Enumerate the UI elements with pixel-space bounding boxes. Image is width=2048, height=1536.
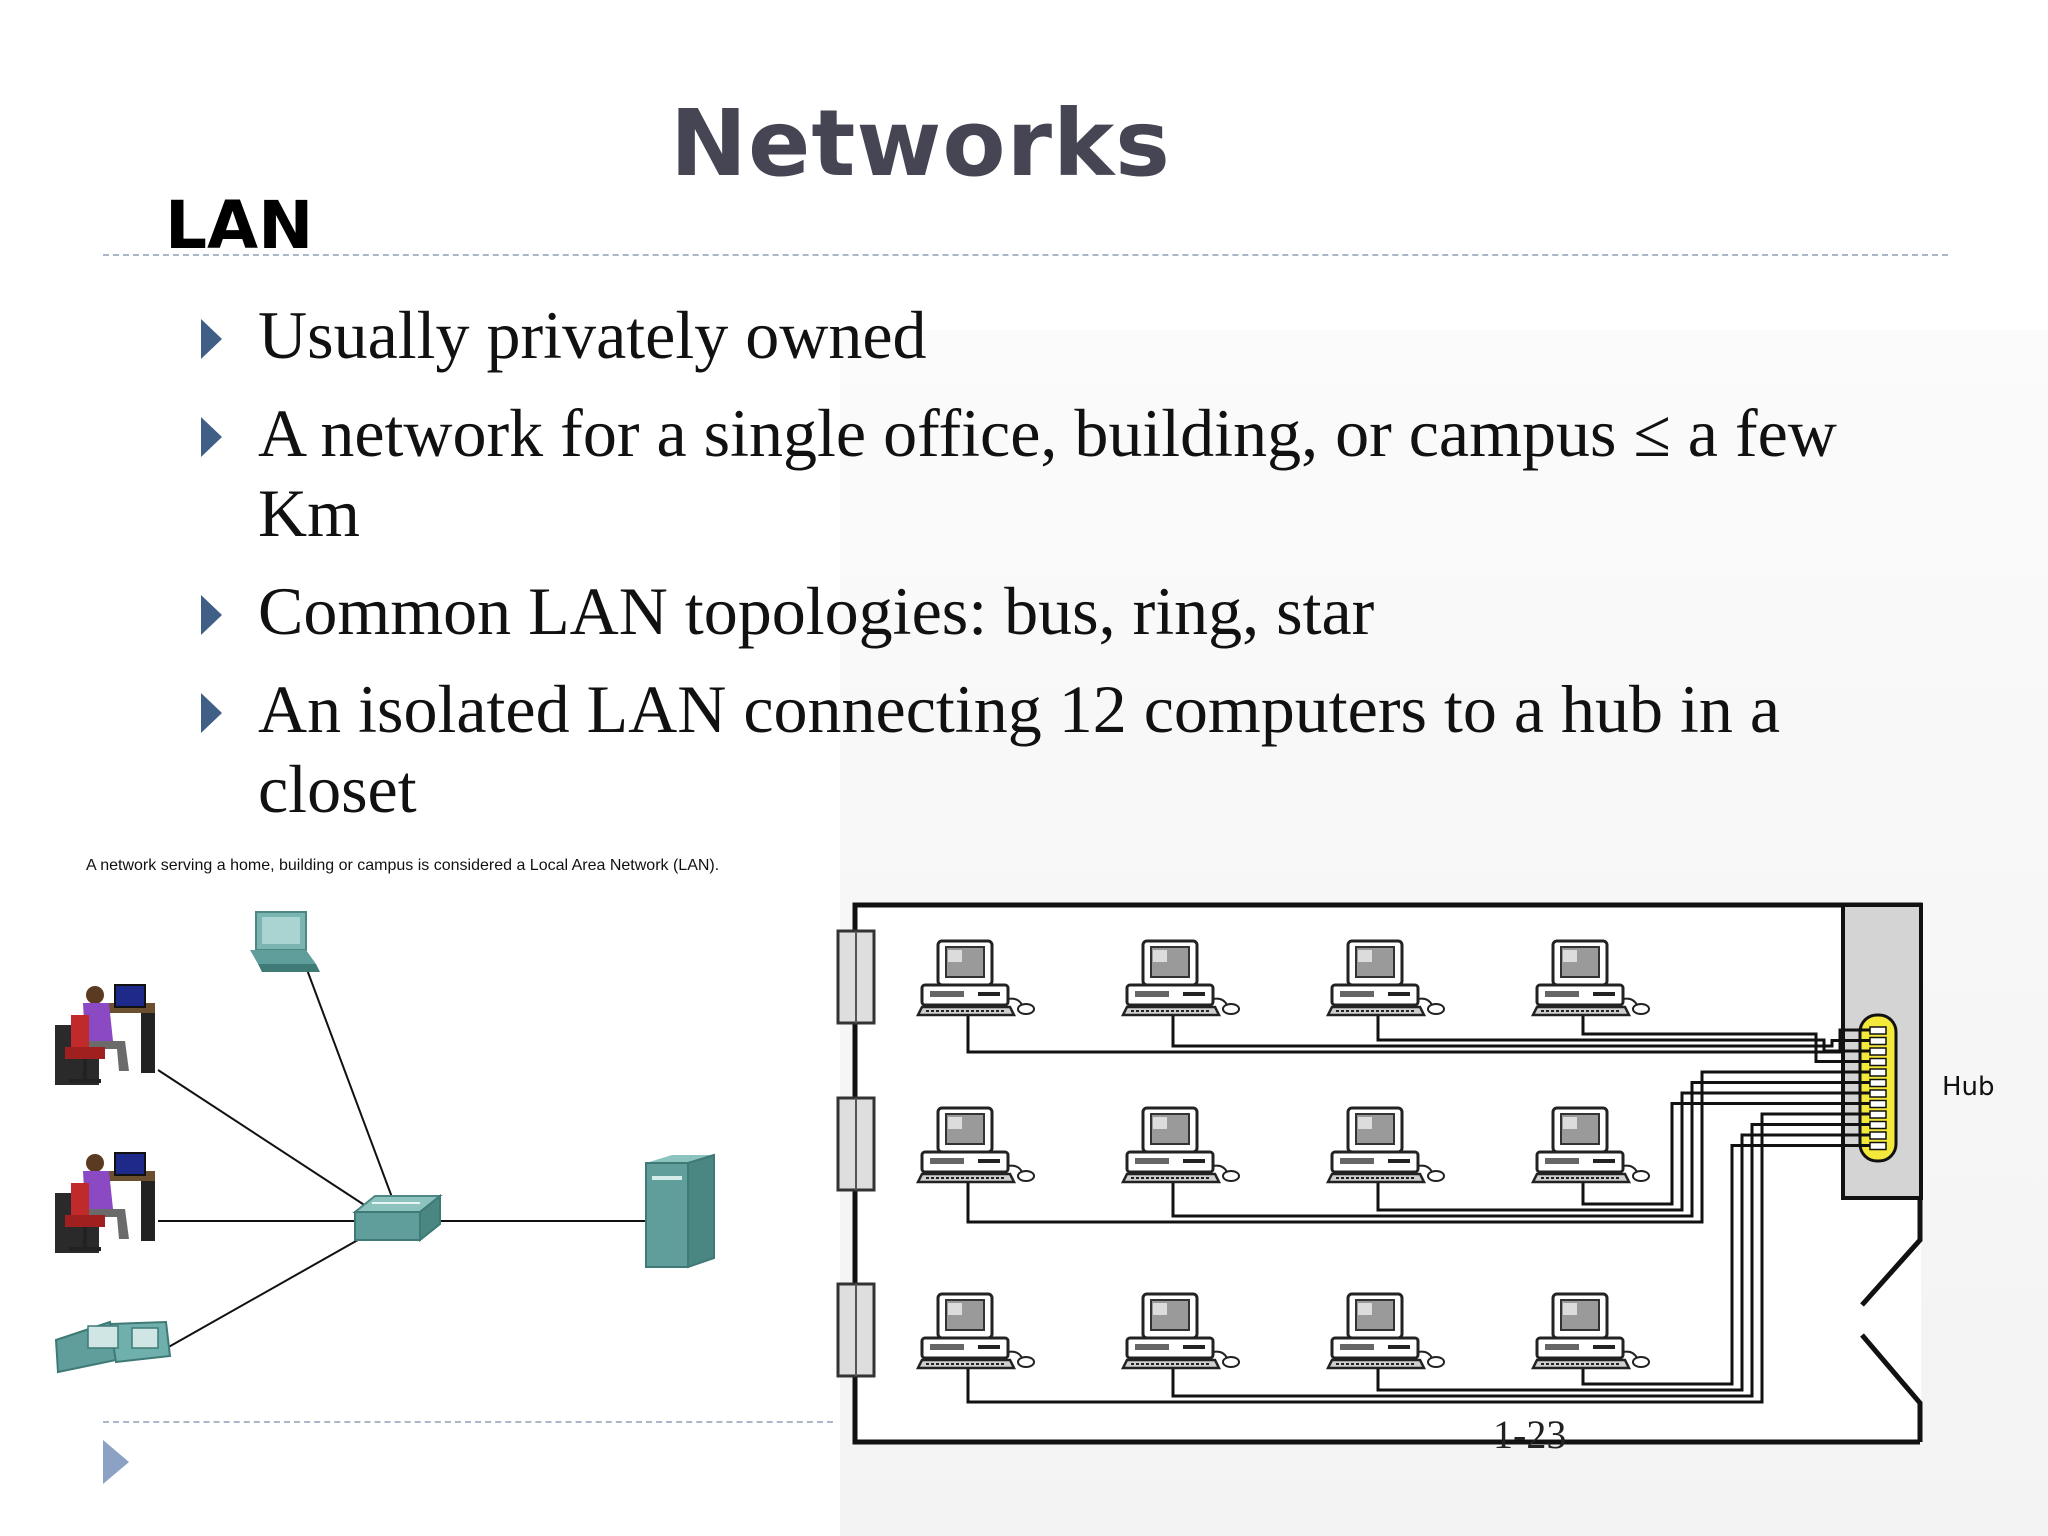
- hub-label: Hub: [1942, 1072, 1995, 1102]
- hub-port: [1869, 1110, 1887, 1119]
- workstation-user-icon: [53, 983, 157, 1087]
- bullet-text: Usually privately owned: [258, 297, 927, 373]
- hub-port: [1869, 1068, 1887, 1077]
- network-cable: [1376, 1091, 1870, 1212]
- window-icon: [836, 1096, 876, 1192]
- bullet-text: A network for a single office, building,…: [258, 395, 1837, 551]
- network-cable: [1581, 1102, 1870, 1206]
- slide-title: Networks: [670, 90, 1171, 197]
- bottom-divider: [103, 1421, 833, 1423]
- network-cable: [966, 1070, 1870, 1224]
- top-divider: [103, 254, 1948, 256]
- cables: [966, 1015, 1870, 1404]
- network-cable: [1581, 1144, 1870, 1386]
- network-cable: [1171, 1015, 1870, 1048]
- network-cable: [1171, 1081, 1870, 1218]
- network-cable: [1376, 1015, 1870, 1053]
- bullet-item: Common LAN topologies: bus, ring, star: [195, 571, 1875, 651]
- hub-port: [1869, 1089, 1887, 1098]
- network-cable: [1171, 1123, 1870, 1398]
- window-icon: [836, 1282, 876, 1378]
- hub-port: [1869, 1047, 1887, 1056]
- hub-port: [1869, 1026, 1887, 1035]
- bullet-marker-icon: [201, 693, 222, 733]
- bullet-item: A network for a single office, building,…: [195, 393, 1875, 553]
- window-icon: [836, 929, 876, 1025]
- hub-port: [1869, 1057, 1887, 1067]
- next-slide-icon[interactable]: [103, 1440, 129, 1484]
- slide-number: 1-23: [1493, 1412, 1567, 1457]
- bullet-list: Usually privately owned A network for a …: [195, 295, 1875, 847]
- bullet-marker-icon: [201, 319, 222, 359]
- network-cable: [1581, 1015, 1870, 1063]
- hub-icon: [1858, 1013, 1898, 1163]
- network-cable: [966, 1112, 1870, 1404]
- ip-phone-icon: [54, 1320, 172, 1374]
- lan-topology-diagram: [53, 911, 715, 1374]
- bullet-item: Usually privately owned: [195, 295, 1875, 375]
- bullet-text: Common LAN topologies: bus, ring, star: [258, 573, 1375, 649]
- bullet-text: An isolated LAN connecting 12 computers …: [258, 671, 1781, 827]
- workstation-user-icon: [53, 1151, 157, 1255]
- hub-closet-diagram: [836, 902, 1923, 1445]
- hub-port: [1869, 1120, 1887, 1130]
- network-cable: [1376, 1133, 1870, 1392]
- hub-port: [1869, 1131, 1887, 1140]
- bullet-marker-icon: [201, 417, 222, 457]
- hub-port: [1869, 1099, 1887, 1109]
- lan-diagram-caption: A network serving a home, building or ca…: [86, 857, 720, 874]
- server-icon: [645, 1153, 715, 1269]
- bullet-marker-icon: [201, 595, 222, 635]
- hub-port: [1869, 1036, 1887, 1046]
- hub-port: [1869, 1141, 1887, 1151]
- bullet-item: An isolated LAN connecting 12 computers …: [195, 669, 1875, 829]
- desktop-computer-icon: [250, 911, 320, 972]
- hub-port: [1869, 1078, 1887, 1088]
- network-switch-icon: [352, 1193, 443, 1243]
- slide-subtitle: LAN: [165, 187, 314, 264]
